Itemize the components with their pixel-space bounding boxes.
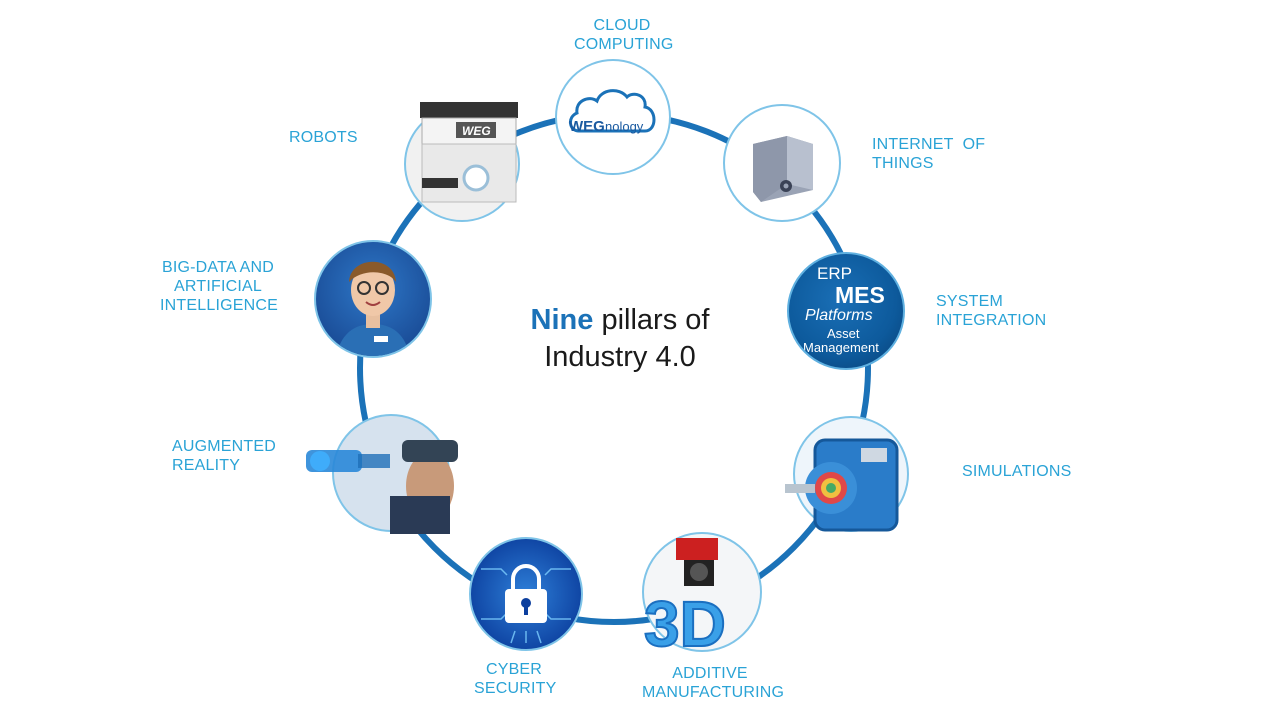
mes-platforms: Platforms [805,307,873,324]
motor-icon [785,438,899,532]
cyber-security-node [469,537,583,651]
cloud-computing-node: WEG nology [555,59,671,175]
mes-platform-icon: ERP MES Platforms Asset Management [789,254,903,368]
robots-node: WEG [404,102,520,222]
cloud-logo-suffix: nology [605,119,644,134]
label-simulations: SIMULATIONS [962,463,1072,480]
title-line2: Industry 4.0 [544,341,696,373]
additive-manufacturing-node: 3D [642,532,762,660]
mes-mes: MES [835,282,885,308]
system-integration-node: ERP MES Platforms Asset Management [787,252,905,370]
mes-asset: Asset [827,326,860,341]
padlock-icon [481,564,571,644]
cloud-icon: WEG nology [569,89,656,135]
title-highlight: Nine [530,304,594,336]
iot-device-icon [753,136,813,202]
iot-node [723,104,841,222]
big-data-node [314,240,432,358]
augmented-reality-node [306,414,458,534]
mes-erp: ERP [817,264,852,283]
robot-icon: WEG [420,102,518,203]
vr-headset-icon [306,440,458,534]
robot-logo: WEG [462,124,491,138]
label-robots: ROBOTS [289,129,358,146]
3d-printer-icon: 3D [643,538,727,660]
title-rest: pillars of [593,304,710,336]
mes-management: Management [803,340,879,355]
simulations-node [785,416,909,532]
3d-text: 3D [644,588,726,660]
avatar-icon [336,261,410,356]
cloud-logo-brand: WEG [569,118,605,135]
diagram-title: Nine pillars of Industry 4.0 [490,302,750,376]
